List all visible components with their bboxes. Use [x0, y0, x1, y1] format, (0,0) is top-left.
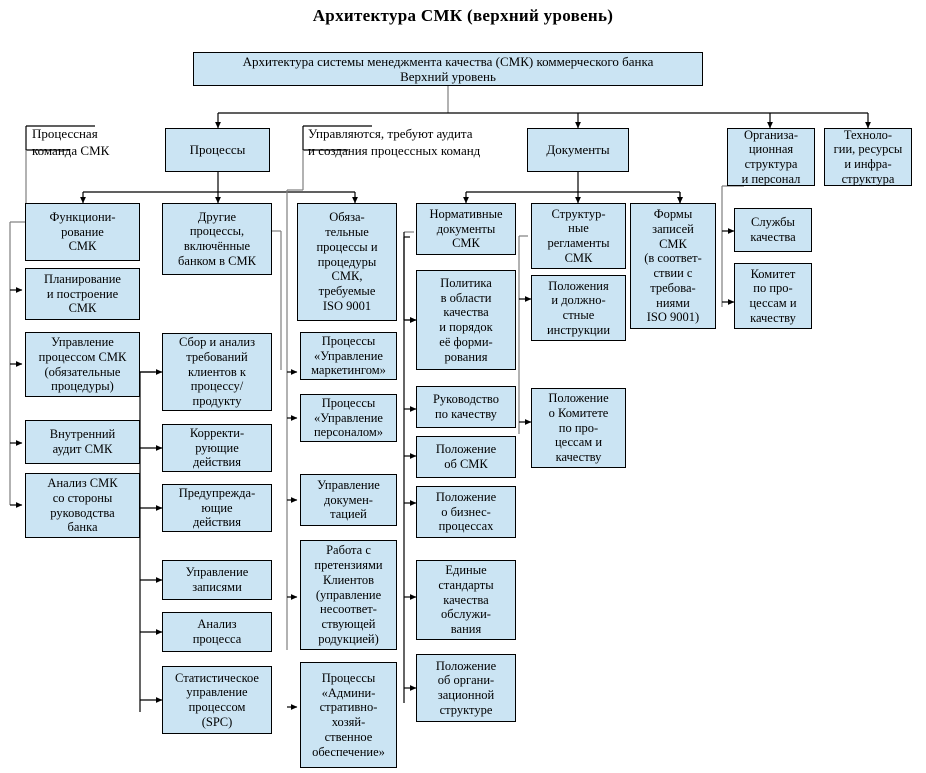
root-box: Архитектура системы менеджмента качества… [193, 52, 703, 86]
col-normative-item-3: Положение о бизнес- процессах [416, 486, 516, 538]
col-mandatory-head: Обяза- тельные процессы и процедуры СМК,… [297, 203, 397, 321]
col-functioning-item-0: Планирование и построение СМК [25, 268, 140, 320]
col-org-units-item-1: Комитет по про- цессам и качеству [734, 263, 812, 329]
col-other-processes-item-2: Предупрежда- ющие действия [162, 484, 272, 532]
level2-processes: Процессы [165, 128, 270, 172]
col-normative-item-5: Положение об органи- зационной структуре [416, 654, 516, 722]
col-regulations-item-1: Положение о Комитете по про- цессам и ка… [531, 388, 626, 468]
col-normative-item-4: Единые стандарты качества обслужи- вания [416, 560, 516, 640]
col-functioning-item-2: Внутренний аудит СМК [25, 420, 140, 464]
col-functioning-item-3: Анализ СМК со стороны руководства банка [25, 473, 140, 538]
col-functioning-head: Функциони- рование СМК [25, 203, 140, 261]
col-other-processes-item-0: Сбор и анализ требований клиентов к проц… [162, 333, 272, 411]
col-other-processes-item-4: Анализ процесса [162, 612, 272, 652]
col-mandatory-item-1: Процессы «Управление персоналом» [300, 394, 397, 442]
level2-technologies: Техноло- гии, ресурсы и инфра- структура [824, 128, 912, 186]
col-mandatory-item-3: Работа с претензиями Клиентов (управлени… [300, 540, 397, 650]
col-mandatory-item-2: Управление докумен- тацией [300, 474, 397, 526]
col-regulations-head: Структур- ные регламенты СМК [531, 203, 626, 269]
col-normative-head: Нормативные документы СМК [416, 203, 516, 255]
col-other-processes-head: Другие процессы, включённые банком в СМК [162, 203, 272, 275]
col-other-processes-item-3: Управление записями [162, 560, 272, 600]
level2-documents: Документы [527, 128, 629, 172]
col-mandatory-item-4: Процессы «Админи- стративно- хозяй- стве… [300, 662, 397, 768]
col-records-head: Формы записей СМК (в соответ- ствии с тр… [630, 203, 716, 329]
col-other-processes-item-1: Корректи- рующие действия [162, 424, 272, 472]
note-managed-audited: Управляются, требуют аудита и создания п… [308, 126, 481, 158]
col-org-units-item-0: Службы качества [734, 208, 812, 252]
col-functioning-item-1: Управление процессом СМК (обязательные п… [25, 332, 140, 397]
col-mandatory-item-0: Процессы «Управление маркетингом» [300, 332, 397, 380]
level2-org-structure: Организа- ционная структура и персонал [727, 128, 815, 186]
col-normative-item-1: Руководство по качеству [416, 386, 516, 428]
note-process-team: Процессная команда СМК [32, 126, 110, 158]
col-normative-item-2: Положение об СМК [416, 436, 516, 478]
col-regulations-item-0: Положения и должно- стные инструкции [531, 275, 626, 341]
col-normative-item-0: Политика в области качества и порядок её… [416, 270, 516, 370]
col-other-processes-item-5: Статистическое управление процессом (SPC… [162, 666, 272, 734]
page-title: Архитектура СМК (верхний уровень) [312, 6, 614, 25]
